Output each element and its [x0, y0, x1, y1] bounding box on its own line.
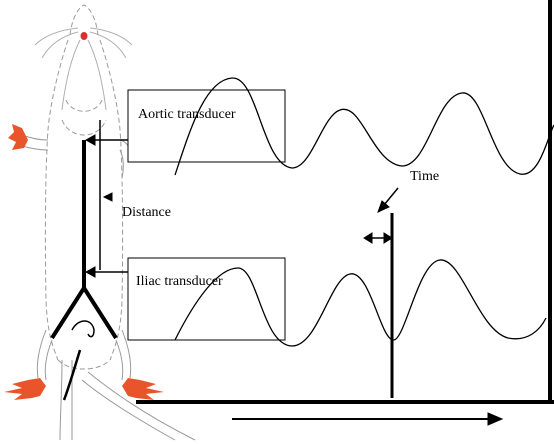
left-iliac [50, 286, 86, 340]
front-left-paw [8, 124, 28, 150]
time-delay-arrow [363, 232, 393, 244]
distance-arrowhead [102, 192, 113, 202]
time-label: Time [410, 169, 439, 184]
hind-left-paw [4, 378, 46, 400]
hind-right-paw [122, 378, 164, 400]
tail [59, 359, 196, 441]
distance-label: Distance [122, 205, 171, 220]
iliac-transducer-label: Iliac transducer [136, 274, 223, 289]
aortic-waveform [174, 77, 554, 176]
nose-icon [80, 32, 88, 40]
iliac-waveform [174, 259, 547, 347]
site-arrows [84, 134, 128, 278]
iliac-transducer-box [127, 257, 286, 341]
rat-outline [44, 4, 124, 370]
aortic-transducer-box [127, 89, 286, 163]
right-iliac [82, 286, 118, 340]
whiskers [34, 27, 133, 111]
artery-tree [50, 120, 118, 401]
time-pointer-arrow [377, 187, 399, 213]
hind-limbs [36, 329, 132, 381]
aortic-transducer-label: Aortic transducer [138, 107, 236, 122]
front-limbs [21, 134, 131, 179]
time-direction-arrow [232, 412, 504, 426]
